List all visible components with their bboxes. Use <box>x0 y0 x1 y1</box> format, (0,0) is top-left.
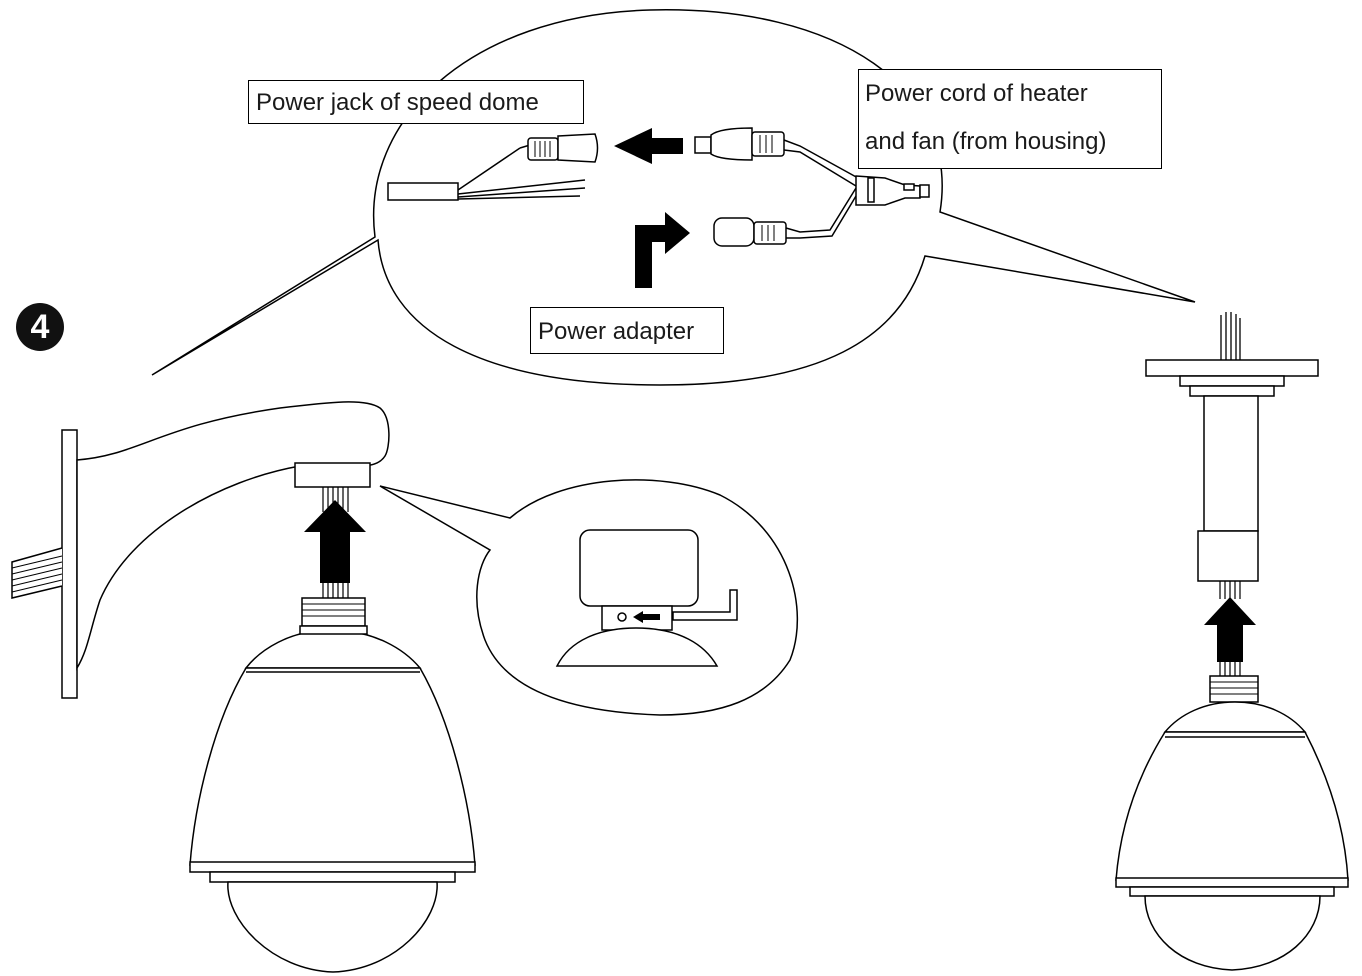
label-power-jack: Power jack of speed dome <box>248 80 584 124</box>
bent-arrow-icon <box>635 212 690 288</box>
arrow-up-icon <box>1204 597 1256 662</box>
bracket-wires <box>322 487 349 598</box>
step-number-badge: 4 <box>16 303 64 351</box>
dome-power-jack-cable <box>387 133 599 201</box>
callout-bubble-top <box>151 9 1196 386</box>
callout-bubble-detail <box>379 479 799 716</box>
label-power-jack-text: Power jack of speed dome <box>256 89 539 116</box>
ceiling-mount <box>1145 312 1319 676</box>
speed-dome-camera-left <box>189 597 476 973</box>
wall-mount-bracket <box>11 401 390 699</box>
label-power-adapter: Power adapter <box>530 307 724 354</box>
arrow-up-icon <box>304 500 366 583</box>
label-power-cord-line2: and fan (from housing) <box>865 128 1107 155</box>
label-power-cord-line1: Power cord of heater <box>865 80 1088 107</box>
label-power-cord: Power cord of heater and fan (from housi… <box>858 69 1162 169</box>
label-power-adapter-text: Power adapter <box>538 318 695 345</box>
speed-dome-camera-right <box>1115 675 1349 971</box>
arrow-left-icon <box>614 128 683 164</box>
housing-power-cord <box>694 127 930 247</box>
screw-arrow-icon <box>633 611 660 623</box>
